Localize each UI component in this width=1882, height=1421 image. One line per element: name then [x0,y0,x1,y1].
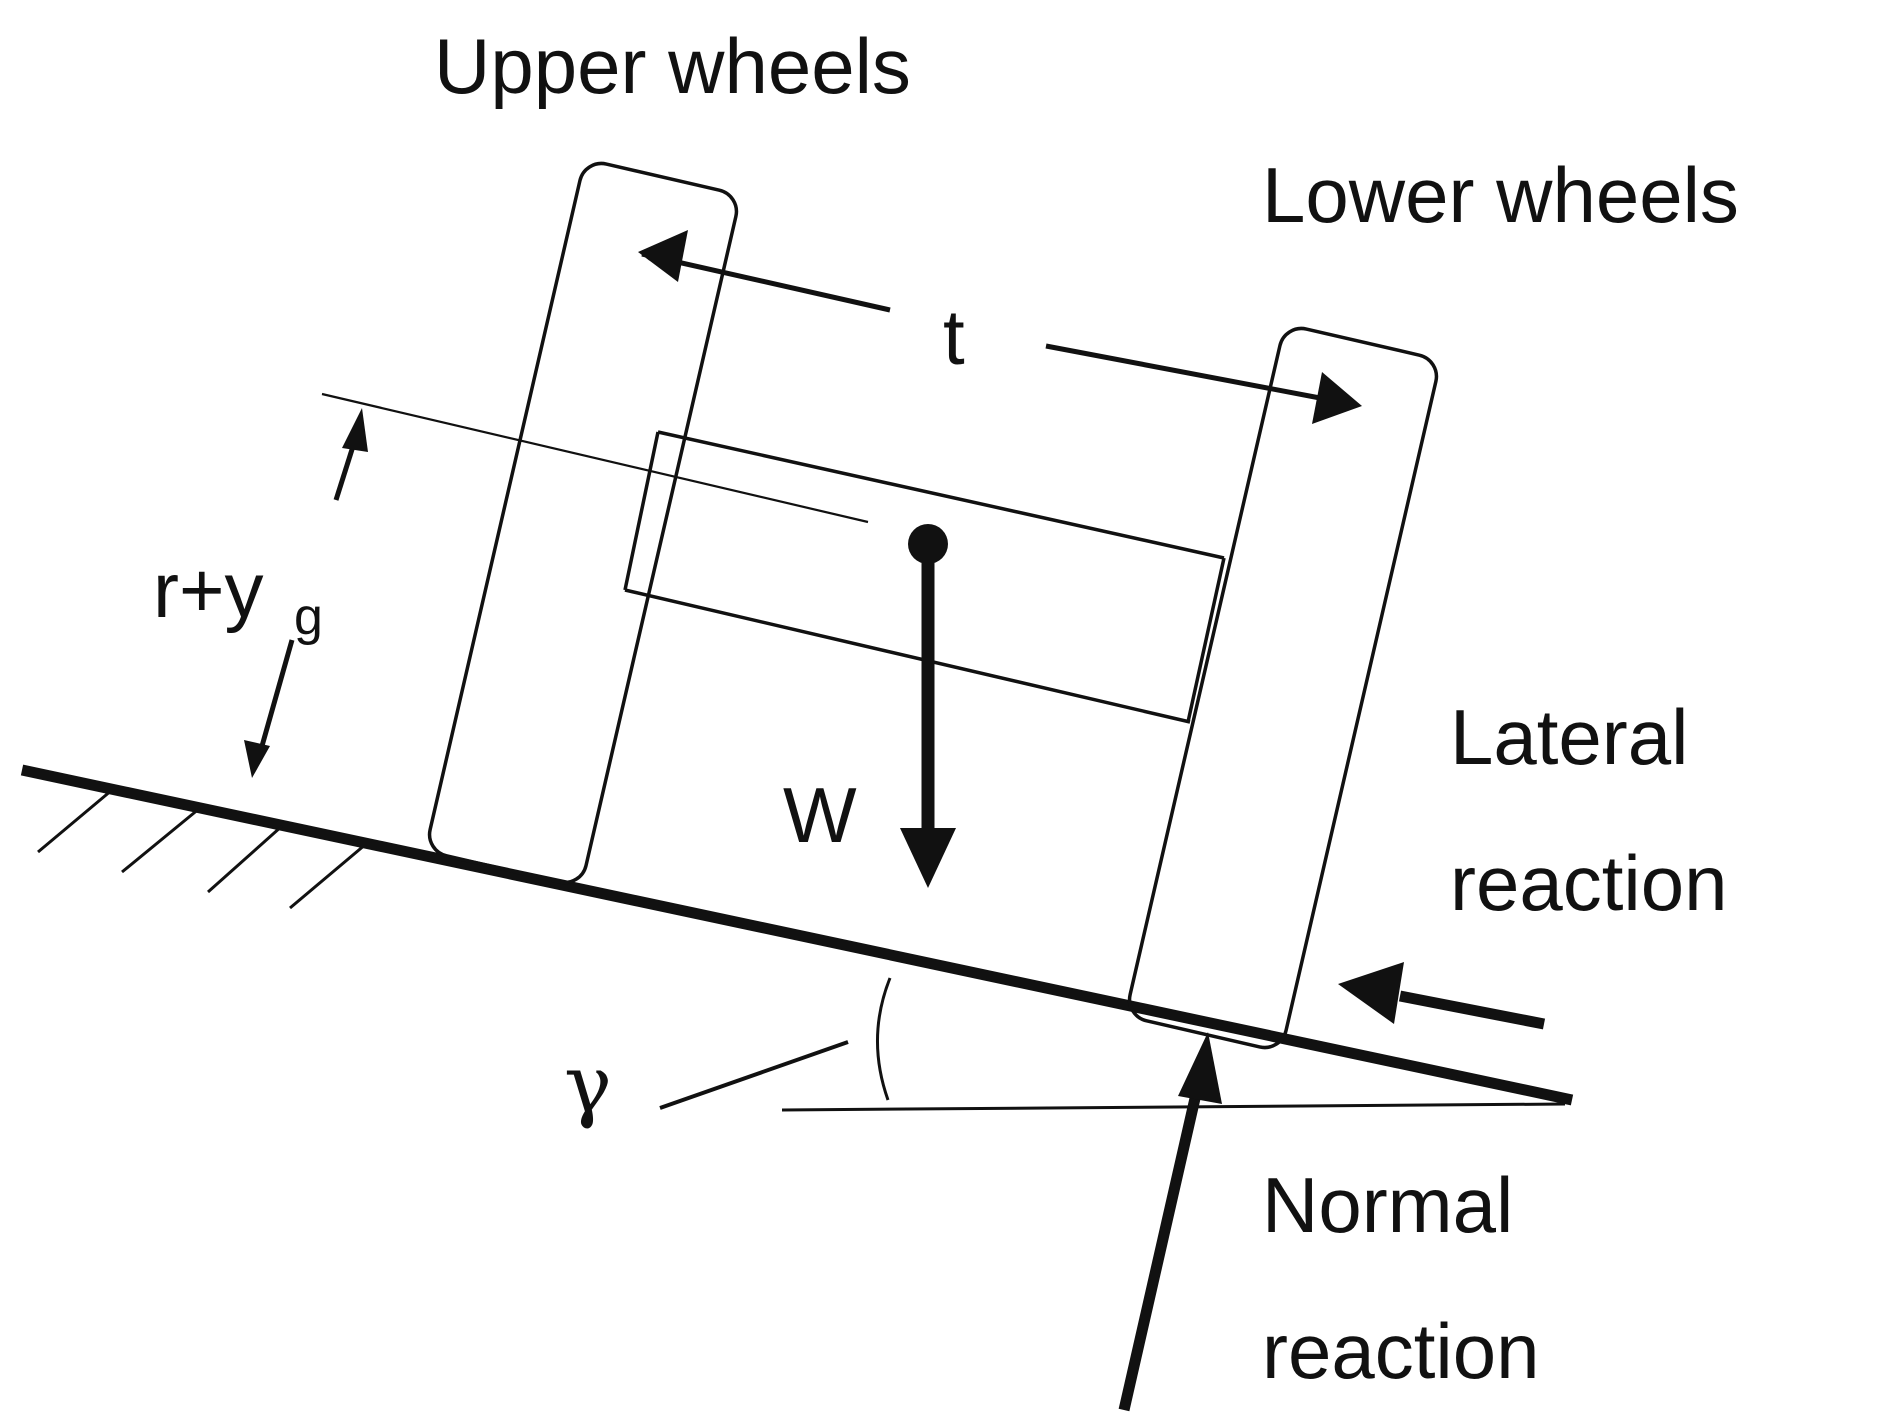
height-arrowhead-up [342,408,368,452]
track-arrowhead-left [638,230,688,282]
weight-arrowhead [900,828,956,888]
center-of-gravity-dot [908,524,948,564]
track-arrowhead-right [1312,372,1362,424]
normal-reaction-label-line2: reaction [1262,1307,1540,1395]
axle-bottom-line [624,588,1191,724]
height-arrow-down [259,639,295,747]
height-label: r+y [153,546,264,634]
lateral-reaction-arrow-shaft [1398,990,1546,1030]
lower-wheels-label: Lower wheels [1262,151,1739,239]
slope-ground-line [20,764,1574,1106]
lateral-reaction-arrowhead [1338,962,1404,1024]
axle-left-line [623,431,660,591]
axle-right-line [1186,557,1226,723]
angle-gamma-label: γ [564,1038,612,1131]
track-arrow-right [1045,343,1321,401]
height-subscript-label: g [294,588,323,646]
normal-reaction-label-line1: Normal [1262,1161,1513,1249]
normal-reaction-arrowhead [1178,1032,1222,1104]
weight-label: W [783,771,857,859]
normal-reaction-arrow-shaft [1118,1092,1202,1412]
height-arrow-up [333,439,358,501]
axle-top-line [657,430,1225,560]
horizontal-reference-line [781,1102,1566,1112]
upper-wheel [427,161,739,885]
lower-wheel [1127,326,1439,1050]
angle-arc [876,977,892,1101]
height-reference-line [321,392,869,524]
track-arrow-left [641,251,891,313]
ground-hatching [37,788,367,910]
height-arrowhead-down [244,740,270,778]
angle-leader-line [659,1040,849,1110]
lateral-reaction-label-line1: Lateral [1450,693,1689,781]
upper-wheels-label: Upper wheels [434,22,911,110]
lateral-reaction-label-line2: reaction [1450,839,1728,927]
track-width-label: t [943,293,965,381]
